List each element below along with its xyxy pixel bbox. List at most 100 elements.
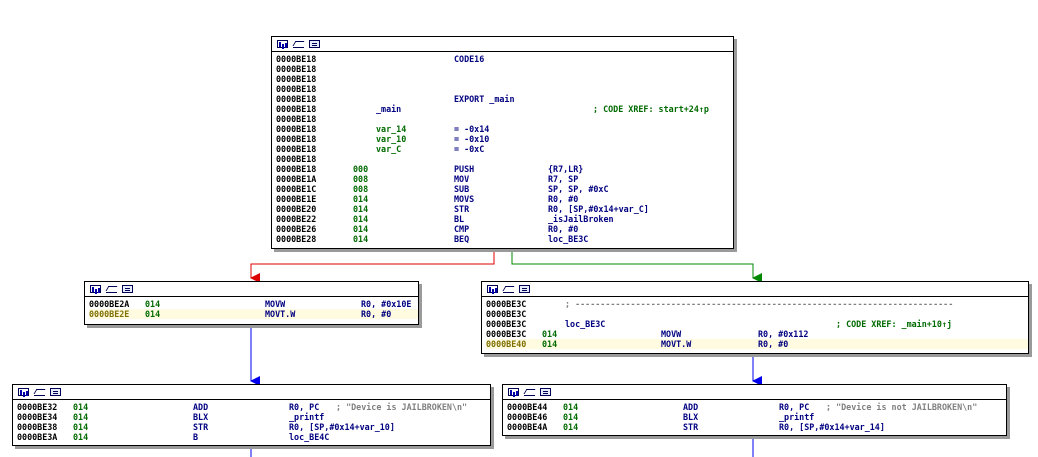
graph-overview-icon[interactable]: [277, 40, 288, 48]
graph-overview-icon[interactable]: [487, 285, 498, 293]
xref-comment[interactable]: ; CODE XREF: start+24↑p: [593, 104, 709, 114]
instruction-operands[interactable]: R0, #0x10E: [361, 299, 412, 309]
block-header: [13, 385, 490, 400]
instruction-mnemonic: ADD: [683, 402, 699, 412]
instruction-operands[interactable]: R0, [SP,#0x14+var_14]: [779, 422, 885, 432]
instruction-operands[interactable]: _printf: [779, 412, 815, 422]
disasm-line[interactable]: 0000BE3C; ------------------------------…: [486, 299, 1028, 309]
edge-true-branch[interactable]: [511, 249, 762, 283]
instruction-mnemonic: MOVT.W: [661, 339, 692, 349]
comment-icon[interactable]: [540, 388, 551, 396]
disasm-line[interactable]: 0000BE18_main; CODE XREF: start+24↑p: [276, 104, 733, 114]
graph-overview-icon[interactable]: [90, 285, 101, 293]
disasm-line[interactable]: 0000BE18: [276, 114, 733, 124]
block-header: [272, 37, 733, 52]
stack-variable-name[interactable]: var_10: [376, 134, 407, 144]
disasm-line[interactable]: 0000BE18: [276, 84, 733, 94]
address: 0000BE18: [276, 154, 317, 164]
disasm-line[interactable]: 0000BE18: [276, 64, 733, 74]
instruction-operands[interactable]: _isJailBroken: [548, 214, 614, 224]
comment-icon[interactable]: [122, 285, 133, 293]
address: 0000BE3C: [486, 319, 527, 329]
comment-icon[interactable]: [519, 285, 530, 293]
code-block-be3c[interactable]: 0000BE3C; ------------------------------…: [481, 281, 1029, 354]
trace-icon[interactable]: [524, 388, 535, 396]
graph-overview-icon[interactable]: [18, 388, 29, 396]
comment-icon[interactable]: [309, 40, 320, 48]
instruction-mnemonic: STR: [193, 422, 209, 432]
stack-variable-name[interactable]: var_14: [376, 124, 407, 134]
trace-icon[interactable]: [503, 285, 514, 293]
instruction-mnemonic: B: [193, 432, 199, 442]
instruction-mnemonic: CMP: [454, 224, 470, 234]
instruction-operands[interactable]: {R7,LR}: [548, 164, 584, 174]
instruction-operands[interactable]: R0, #0: [548, 194, 579, 204]
instruction-operands[interactable]: loc_BE3C: [548, 234, 589, 244]
address: 0000BE20: [276, 204, 317, 214]
trace-icon[interactable]: [106, 285, 117, 293]
stack-pointer-delta: 014: [542, 329, 558, 339]
trace-icon[interactable]: [293, 40, 304, 48]
address: 0000BE1E: [276, 194, 317, 204]
instruction-operands[interactable]: R0, [SP,#0x14+var_C]: [548, 204, 649, 214]
address: 0000BE18: [276, 54, 317, 64]
address: 0000BE18: [276, 134, 317, 144]
instruction-operands[interactable]: R0, #0: [758, 339, 789, 349]
instruction-operands[interactable]: R0, PC: [289, 402, 320, 412]
instruction-operands[interactable]: R0, #0x112: [758, 329, 809, 339]
location-label[interactable]: loc_BE3C: [565, 319, 606, 329]
address: 0000BE18: [276, 74, 317, 84]
instruction-operands[interactable]: R0, [SP,#0x14+var_10]: [289, 422, 395, 432]
instruction-operands[interactable]: R0, #0: [548, 224, 579, 234]
graph-overview-icon[interactable]: [508, 388, 519, 396]
disasm-line[interactable]: 0000BE3C loc_BE3C ; CODE XREF: _main+10↑j: [486, 319, 1028, 329]
instruction-operands[interactable]: R0, PC: [779, 402, 810, 412]
stack-pointer-delta: 014: [563, 412, 579, 422]
trace-icon[interactable]: [34, 388, 45, 396]
instruction-operands[interactable]: _printf: [289, 412, 325, 422]
disasm-line[interactable]: 0000BE18: [276, 154, 733, 164]
stack-variable-name[interactable]: var_C: [376, 144, 402, 154]
xref-comment[interactable]: ; CODE XREF: _main+10↑j: [836, 319, 952, 329]
instruction-operands[interactable]: R0, #0: [361, 309, 392, 319]
stack-pointer-delta: 000: [353, 164, 369, 174]
instruction-operands[interactable]: loc_BE4C: [289, 432, 330, 442]
edge-false-branch[interactable]: [250, 249, 495, 283]
disasm-line[interactable]: 0000BE3C: [486, 309, 1028, 319]
disasm-line[interactable]: 0000BE18: [276, 74, 733, 84]
instruction-operands[interactable]: SP, SP, #0xC: [548, 184, 609, 194]
address: 0000BE40: [486, 339, 527, 349]
stack-pointer-delta: 014: [353, 194, 369, 204]
function-name[interactable]: _main: [376, 104, 402, 114]
instruction-operands[interactable]: R7, SP: [548, 174, 579, 184]
comment-icon[interactable]: [50, 388, 61, 396]
